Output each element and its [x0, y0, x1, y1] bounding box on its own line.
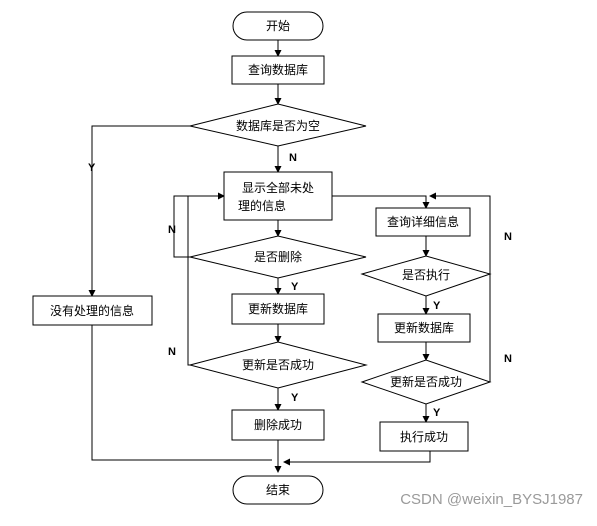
watermark-text: CSDN @weixin_BYSJ1987: [400, 491, 583, 508]
edge-no-info-to-end: [91, 325, 272, 461]
node-query-db: 查询数据库: [231, 55, 325, 85]
label-empty-yes: Y: [88, 162, 96, 174]
node-is-empty-label: 数据库是否为空: [236, 118, 320, 133]
edge-delete-no-loop: [173, 192, 225, 258]
node-show-all-line1: 显示全部未处: [242, 180, 314, 195]
node-query-detail-label: 查询详细信息: [387, 214, 459, 229]
node-update-db-left-label: 更新数据库: [248, 301, 308, 316]
node-execute-ok: 执行成功: [379, 421, 469, 452]
node-update-db-left: 更新数据库: [231, 293, 325, 325]
node-is-delete-label: 是否删除: [254, 249, 302, 264]
node-is-execute: 是否执行: [360, 255, 492, 297]
node-query-db-label: 查询数据库: [248, 62, 308, 77]
node-end: 结束: [232, 475, 324, 505]
node-no-info: 没有处理的信息: [32, 295, 153, 326]
node-show-all: 显示全部未处 理的信息: [223, 171, 333, 221]
node-show-all-line2: 理的信息: [238, 198, 286, 213]
label-update-right-yes: Y: [433, 407, 441, 419]
node-execute-ok-label: 执行成功: [400, 430, 448, 444]
node-update-ok-right-label: 更新是否成功: [390, 374, 462, 389]
edges: [88, 40, 491, 473]
edge-success-no-loop: [187, 196, 190, 366]
edge-empty-yes-to-no-info: [88, 125, 190, 297]
node-update-ok-left-label: 更新是否成功: [242, 357, 314, 372]
label-delete-yes: Y: [291, 281, 299, 293]
node-delete-ok-label: 删除成功: [254, 417, 302, 432]
node-update-db-right-label: 更新数据库: [394, 320, 454, 335]
node-is-execute-label: 是否执行: [402, 268, 450, 282]
edge-show-all-to-detail: [332, 195, 430, 209]
node-delete-ok: 删除成功: [231, 409, 325, 441]
label-execute-no: N: [504, 231, 512, 243]
node-update-ok-left: 更新是否成功: [188, 341, 368, 389]
edge-labels: Y N N Y N Y N Y N Y: [88, 152, 512, 419]
label-success-no: N: [168, 346, 176, 358]
node-no-info-label: 没有处理的信息: [50, 303, 134, 318]
label-delete-no: N: [168, 224, 176, 236]
label-execute-yes: Y: [433, 300, 441, 312]
node-is-empty: 数据库是否为空: [189, 103, 367, 147]
node-update-db-right: 更新数据库: [377, 313, 471, 343]
label-success-yes: Y: [291, 392, 299, 404]
node-start: 开始: [232, 11, 324, 41]
node-query-detail: 查询详细信息: [375, 207, 471, 237]
node-start-label: 开始: [266, 19, 290, 33]
label-empty-no: N: [289, 152, 297, 164]
node-end-label: 结束: [266, 483, 290, 497]
node-update-ok-right: 更新是否成功: [360, 359, 492, 405]
node-is-delete: 是否删除: [189, 235, 367, 279]
edge-executed-to-end: [283, 451, 431, 466]
label-update-right-no: N: [504, 353, 512, 365]
